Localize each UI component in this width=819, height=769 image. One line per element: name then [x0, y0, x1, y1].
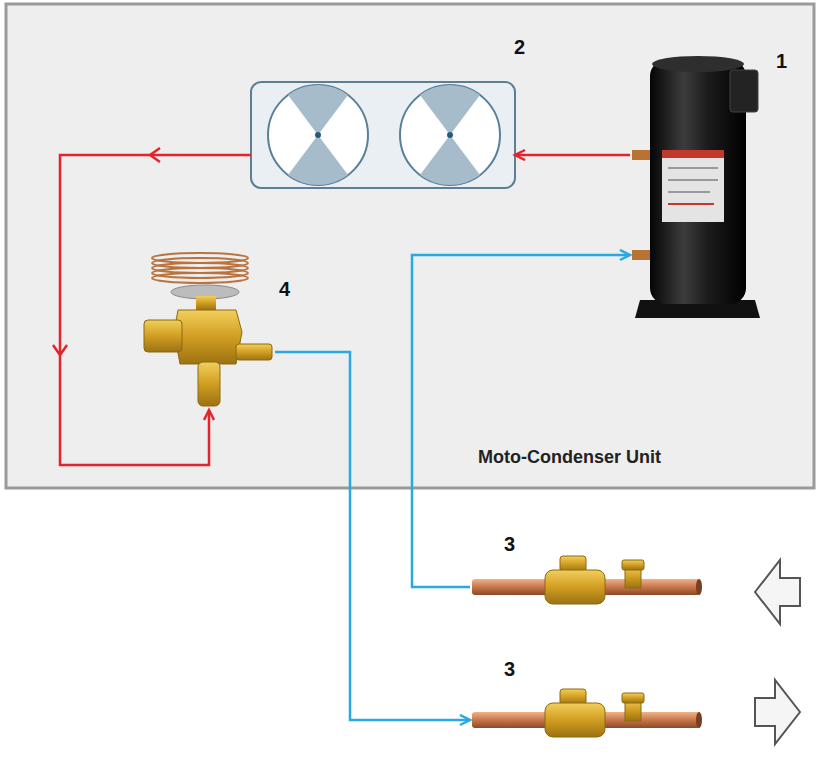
service-valve-picture	[472, 556, 702, 604]
valve-body	[545, 570, 605, 604]
callout-number: 4	[279, 278, 290, 301]
flow-arrow	[755, 560, 800, 624]
port-cap	[622, 560, 644, 570]
compressor-dome	[652, 56, 744, 72]
valve-inlet	[198, 362, 220, 406]
flow-arrow	[755, 680, 800, 744]
callout-number: 3	[504, 658, 515, 681]
unit-housing	[6, 4, 814, 488]
valve-body	[174, 310, 242, 364]
refrigerant-pipe	[412, 255, 630, 587]
fan-ring	[400, 85, 500, 185]
fan-hub	[447, 132, 453, 138]
unit-housing: Moto-Condenser Unit 2 1 4	[6, 4, 814, 488]
pipe-end	[696, 579, 702, 595]
refrigerant-pipe	[60, 155, 251, 465]
sticker-line	[668, 203, 714, 205]
compressor-sticker	[662, 150, 724, 222]
terminal-box	[730, 70, 758, 112]
sticker-line	[668, 191, 710, 193]
service-valve: 3	[470, 688, 705, 752]
sticker-stripe	[662, 150, 724, 158]
condenser-frame	[251, 82, 515, 188]
callout-number: 3	[504, 533, 515, 556]
fan-blade	[288, 85, 348, 135]
condenser-symbol	[251, 82, 515, 188]
service-valve: 3	[470, 555, 705, 620]
condenser: 2	[251, 82, 515, 188]
sticker-line	[668, 179, 718, 181]
valve-stem	[196, 296, 216, 310]
unit-label: Moto-Condenser Unit	[478, 447, 661, 468]
compressor-picture	[632, 56, 760, 318]
fan-ring	[268, 85, 368, 185]
service-valve-picture	[472, 689, 702, 737]
fan-blade	[420, 135, 480, 185]
valve-cap	[144, 320, 182, 352]
refrigerant-pipe	[275, 352, 470, 720]
fan-blade	[288, 135, 348, 185]
expansion-valve-picture	[144, 253, 272, 406]
callout-number: 2	[514, 36, 525, 59]
fan-hub	[315, 132, 321, 138]
capillary-coil	[152, 273, 248, 283]
compressor: 1	[630, 50, 760, 320]
fan-blade	[420, 85, 480, 135]
expansion-valve: 4	[140, 252, 275, 410]
valve-outlet	[236, 344, 272, 360]
refrigerant-pipe	[515, 154, 630, 157]
sticker-line	[668, 167, 718, 169]
callout-number: 1	[776, 50, 787, 73]
